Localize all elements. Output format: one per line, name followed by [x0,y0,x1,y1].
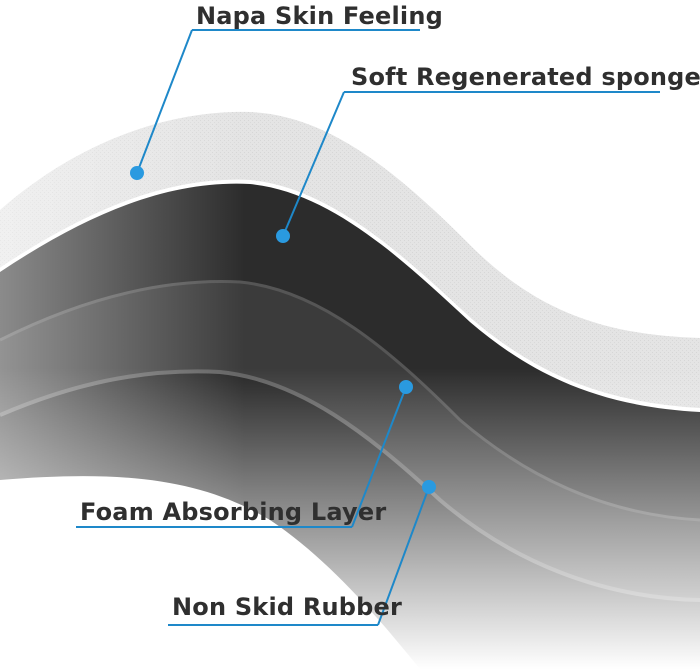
leader-lines [76,29,660,626]
dot-foam [399,380,413,394]
label-soft-regenerated-sponge: Soft Regenerated sponge [351,63,700,91]
leader-soft-diag [282,91,345,237]
dot-rubber [422,480,436,494]
label-non-skid-rubber: Non Skid Rubber [172,593,403,621]
leader-rubber-diag [377,486,430,626]
dot-soft [276,229,290,243]
leader-foam-diag [351,386,407,528]
leader-napa-diag [136,29,193,174]
label-napa-skin-feeling: Napa Skin Feeling [196,2,444,30]
label-foam-absorbing-layer: Foam Absorbing Layer [80,498,387,526]
dot-napa [130,166,144,180]
